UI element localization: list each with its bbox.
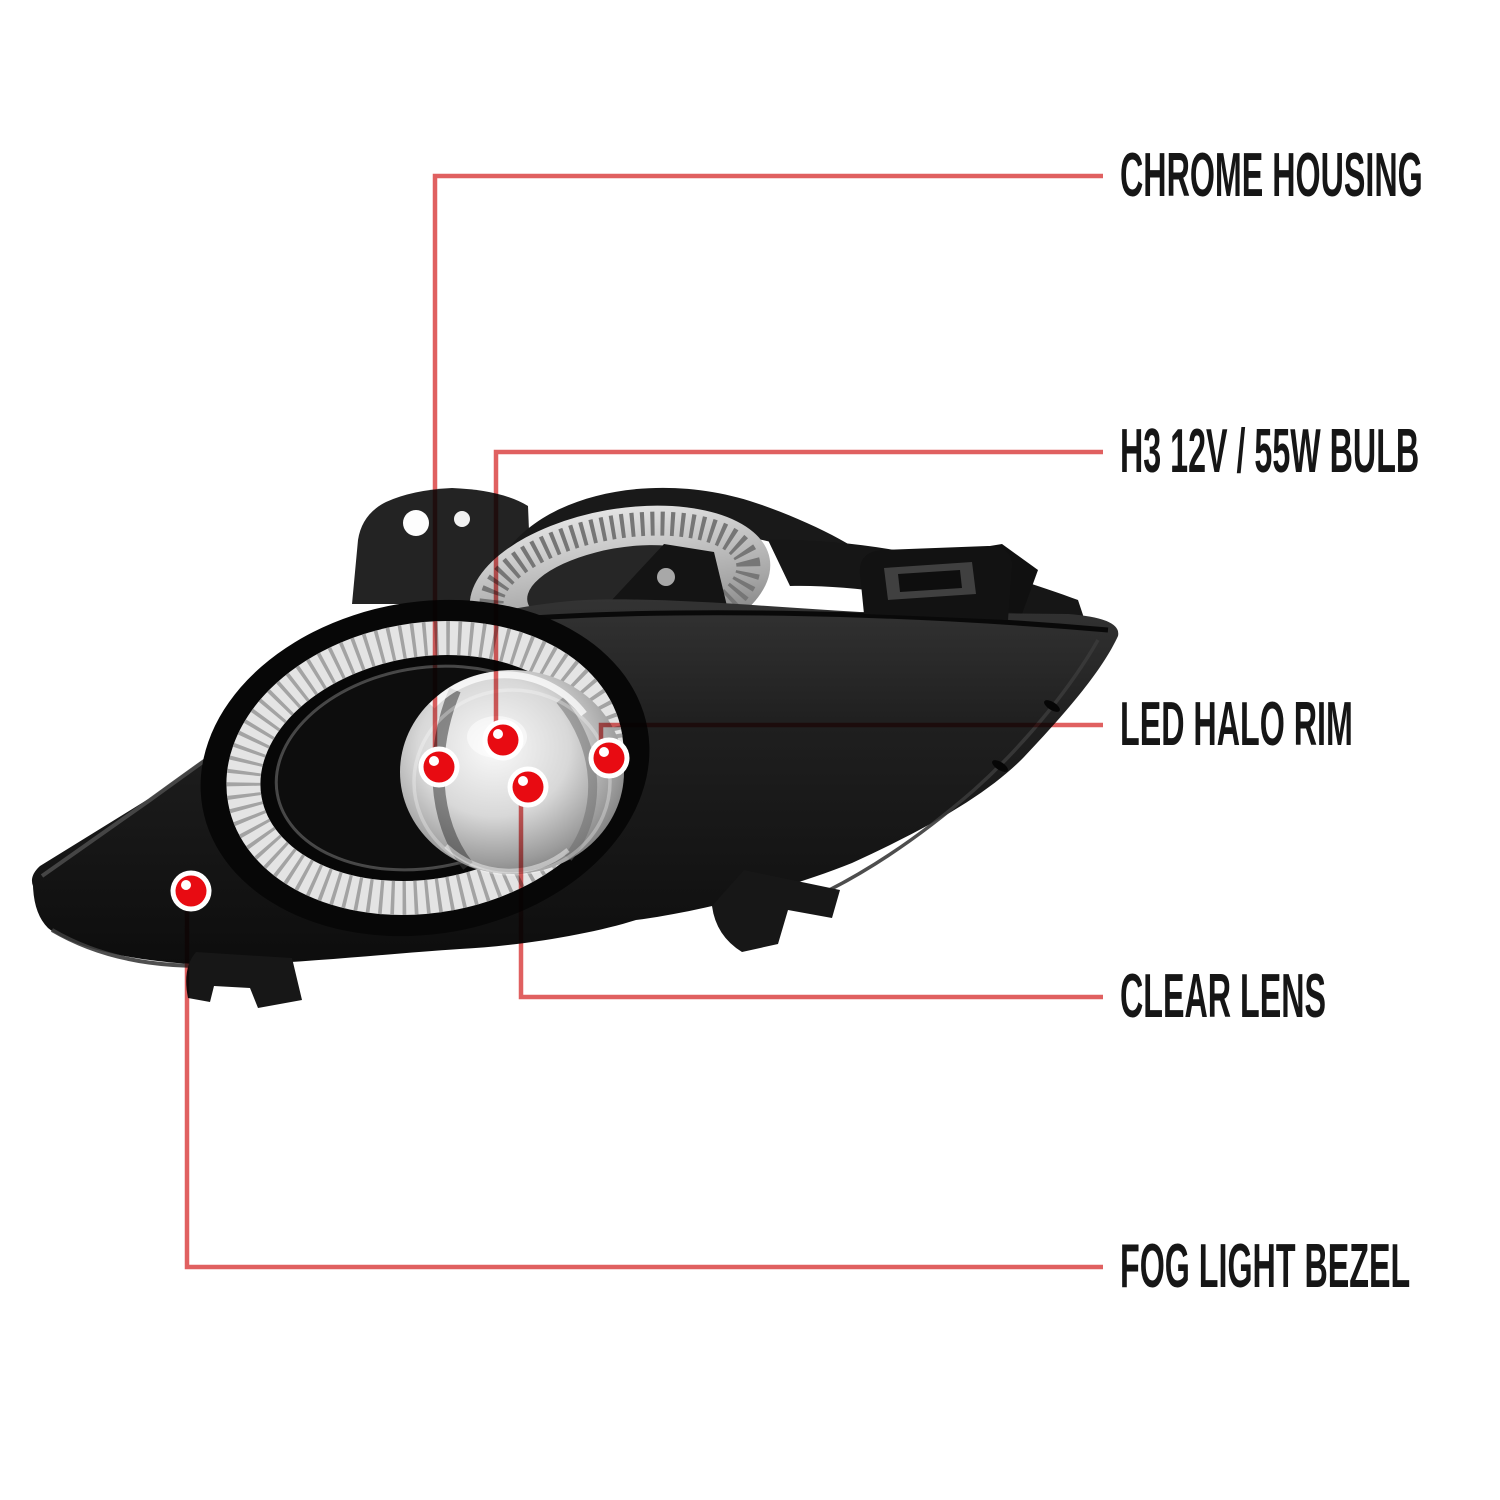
reflector-streak-2 (556, 697, 598, 861)
marker-clear-lens (507, 766, 549, 808)
mounting-hole-large (403, 510, 429, 536)
marker-led-halo-rim (588, 737, 630, 779)
mounting-clips (186, 546, 1012, 1008)
bezel-blade-ridge (479, 610, 1109, 633)
callout-label-fog-light-bezel: FOG LIGHT BEZEL (1120, 1232, 1411, 1301)
screw-dimple-1 (1044, 700, 1060, 712)
chrome-reflector (400, 670, 624, 874)
callout-line-h3-bulb (493, 449, 1103, 741)
callout-markers (170, 719, 630, 912)
callout-label-h3-bulb: H3 12V / 55W BULB (1120, 417, 1420, 486)
callout-line-fog-light-bezel (184, 893, 1103, 1270)
callout-label-led-halo-rim: LED HALO RIM (1120, 690, 1353, 759)
lens-highlight-bottom (444, 844, 570, 874)
callout-label-clear-lens: CLEAR LENS (1120, 962, 1326, 1031)
bezel-blade-flange (799, 639, 1100, 906)
callout-line-clear-lens (518, 789, 1103, 1000)
marker-fog-light-bezel (170, 870, 212, 912)
lens-highlight-top (429, 671, 587, 717)
screw-dimple-2 (992, 760, 1008, 772)
mounting-hole-small (454, 511, 470, 527)
clip-top-slot-bar (898, 570, 962, 592)
clip-bottom-right (712, 870, 840, 952)
bracket-hole-mid (657, 568, 675, 586)
clear-lens-rim (412, 688, 612, 876)
marker-chrome-housing (418, 746, 460, 788)
clip-bottom-left (186, 952, 302, 1008)
callout-label-chrome-housing: CHROME HOUSING (1120, 141, 1423, 210)
callout-line-chrome-housing (432, 173, 1103, 769)
marker-h3-bulb (482, 719, 524, 761)
